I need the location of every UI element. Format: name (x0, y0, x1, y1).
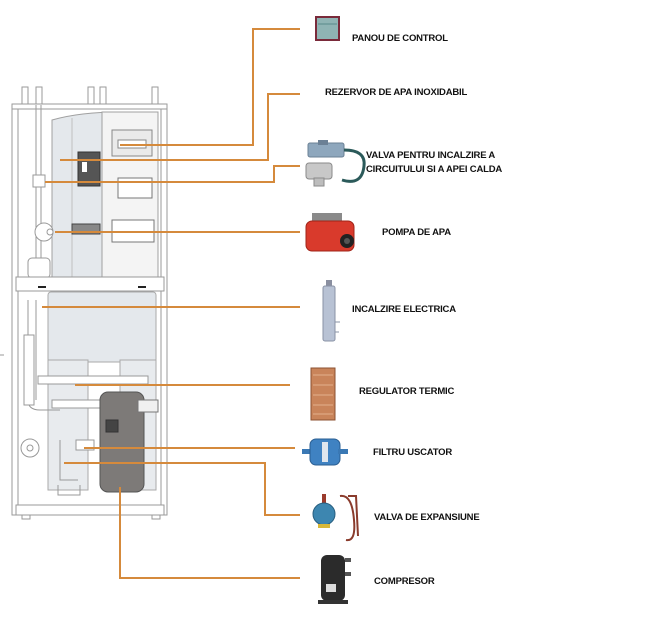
expansion-valve-icon (312, 494, 359, 542)
water-pump-icon (305, 213, 355, 252)
leader-line-stainless-tank (60, 93, 300, 161)
label-diverter-valve-line2: CIRCUITULUI SI A APEI CALDA (366, 164, 503, 175)
compressor-icon (318, 555, 351, 604)
plate-heat-exchanger-icon (310, 367, 336, 421)
leader-line-compressor (119, 487, 300, 579)
compressor-body (99, 391, 145, 493)
motorized-valve-icon (305, 140, 366, 187)
label-water-pump: POMPA DE APA (382, 227, 451, 238)
middle-shelf (15, 276, 165, 292)
leader-line-expansion-valve (64, 462, 300, 516)
label-heat-exchanger: REGULATOR TERMIC (359, 386, 455, 397)
label-stainless-tank: REZERVOR DE APA INOXIDABIL (325, 87, 468, 98)
electric-heater-icon (322, 280, 340, 342)
leader-line-diverter-valve (45, 165, 300, 183)
control-panel-icon (315, 16, 340, 41)
label-expansion-valve: VALVA DE EXPANSIUNE (374, 512, 480, 523)
filter-drier-icon (302, 438, 348, 466)
label-diverter-valve-line1: VALVA PENTRU INCALZIRE A (366, 150, 496, 161)
label-electric-heater: INCALZIRE ELECTRICA (352, 304, 456, 315)
heat-pump-unit-drawing (0, 86, 168, 520)
label-compressor: COMPRESOR (374, 576, 435, 587)
label-control-panel: PANOU DE CONTROL (352, 33, 448, 44)
top-pipes (21, 86, 159, 106)
label-filter-drier: FILTRU USCATOR (373, 447, 452, 458)
leader-lines (42, 28, 300, 579)
leader-line-control-panel (120, 28, 300, 146)
